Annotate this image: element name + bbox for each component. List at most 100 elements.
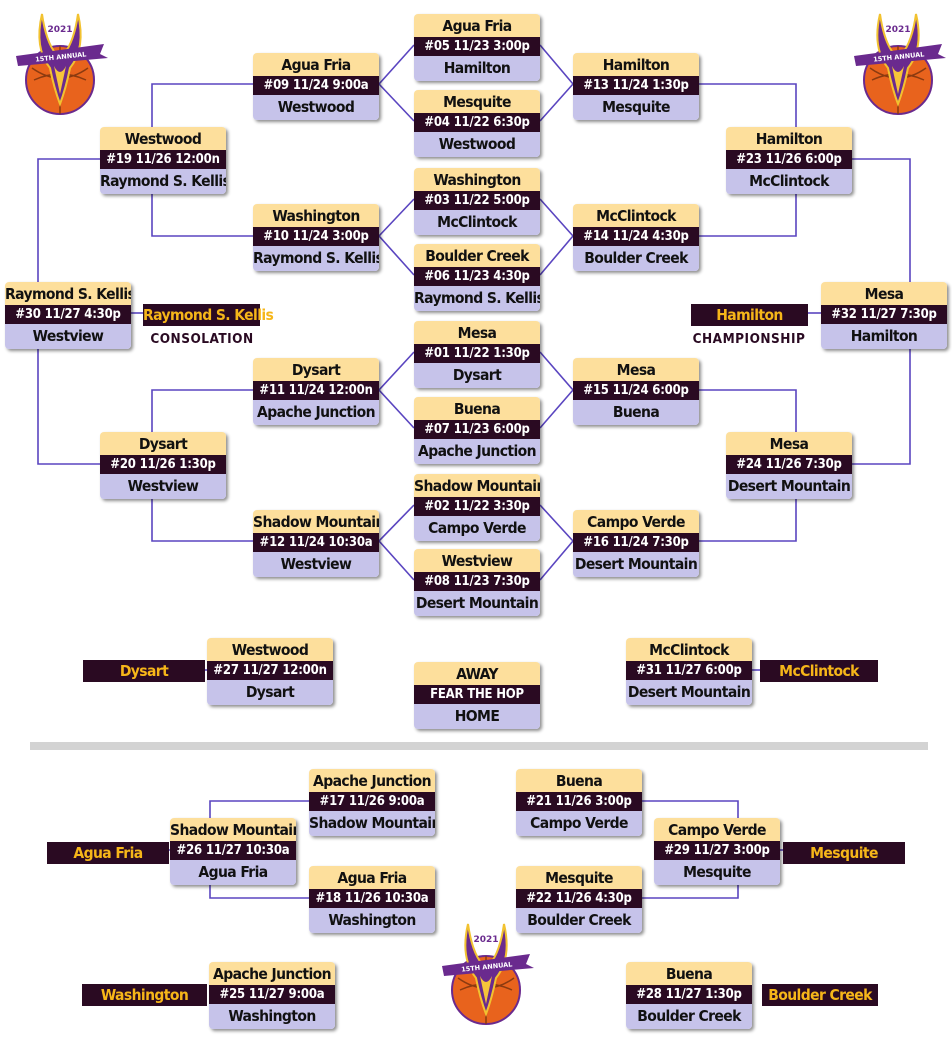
home-team: Desert Mountain (626, 680, 752, 705)
away-team: Westwood (100, 127, 226, 150)
home-team: HOME (414, 704, 540, 729)
bracket-connector (37, 349, 100, 465)
home-team: Shadow Mountain (309, 811, 435, 836)
game-info: #08 11/23 7:30p (414, 572, 540, 591)
home-team: Raymond S. Kellis (100, 169, 226, 194)
home-team: Dysart (207, 680, 333, 705)
section-divider (30, 742, 928, 750)
game-info: #28 11/27 1:30p (626, 985, 752, 1004)
game-info: #15 11/24 6:00p (573, 381, 699, 400)
away-team: Mesquite (516, 866, 642, 889)
home-team: Westwood (253, 95, 379, 120)
game-info: #32 11/27 7:30p (821, 305, 947, 324)
game-28-winner: Boulder Creek (762, 984, 878, 1006)
home-team: Buena (573, 400, 699, 425)
svg-text:2021: 2021 (47, 25, 72, 35)
home-team: Dysart (414, 363, 540, 388)
home-team: Desert Mountain (414, 591, 540, 616)
bracket-connector (699, 499, 797, 542)
away-team: Hamilton (573, 53, 699, 76)
away-team: Shadow Mountain (253, 510, 379, 533)
game-info: #02 11/22 3:30p (414, 497, 540, 516)
bracket-connector (378, 389, 415, 429)
away-team: Buena (626, 962, 752, 985)
svg-text:2021: 2021 (473, 935, 498, 945)
bracket-connector (539, 389, 574, 429)
home-team: Campo Verde (414, 516, 540, 541)
game-info: #29 11/27 3:00p (654, 841, 780, 860)
bracket-connector (539, 198, 574, 237)
away-team: Agua Fria (309, 866, 435, 889)
game-info: #18 11/26 10:30a (309, 889, 435, 908)
home-team: Mesquite (654, 860, 780, 885)
away-team: Washington (253, 204, 379, 227)
away-team: Shadow Mountain (170, 818, 296, 841)
home-team: Westview (100, 474, 226, 499)
game-info: #26 11/27 10:30a (170, 841, 296, 860)
bracket-connector (378, 504, 415, 542)
away-team: Westview (414, 549, 540, 572)
championship-caption: CHAMPIONSHIP (692, 331, 806, 347)
home-team: Boulder Creek (516, 908, 642, 933)
away-team: McClintock (626, 638, 752, 661)
game-26-winner: Agua Fria (47, 842, 169, 864)
away-team: Mesa (414, 321, 540, 344)
championship-winner: Hamilton (691, 304, 808, 326)
bracket-connector (539, 235, 574, 276)
game-info: #01 11/22 1:30p (414, 344, 540, 363)
home-team: Washington (209, 1004, 335, 1029)
away-team: Mesa (821, 282, 947, 305)
game-info: #07 11/23 6:00p (414, 420, 540, 439)
bracket-connector (151, 194, 253, 237)
home-team: Mesquite (573, 95, 699, 120)
game-info: #12 11/24 10:30a (253, 533, 379, 552)
bracket-connector (151, 499, 253, 542)
away-team: Buena (414, 397, 540, 420)
game-info: #25 11/27 9:00a (209, 985, 335, 1004)
bracket-connector (151, 83, 253, 127)
bracket-connector (209, 800, 309, 818)
away-team: Boulder Creek (414, 244, 540, 267)
bracket-connector (699, 194, 797, 237)
bracket-connector (852, 349, 911, 465)
game-25-winner: Washington (82, 984, 207, 1006)
away-team: Washington (414, 168, 540, 191)
home-team: Hamilton (414, 56, 540, 81)
game-info: #03 11/22 5:00p (414, 191, 540, 210)
game-info: #27 11/27 12:00n (207, 661, 333, 680)
bracket-connector (378, 235, 415, 276)
